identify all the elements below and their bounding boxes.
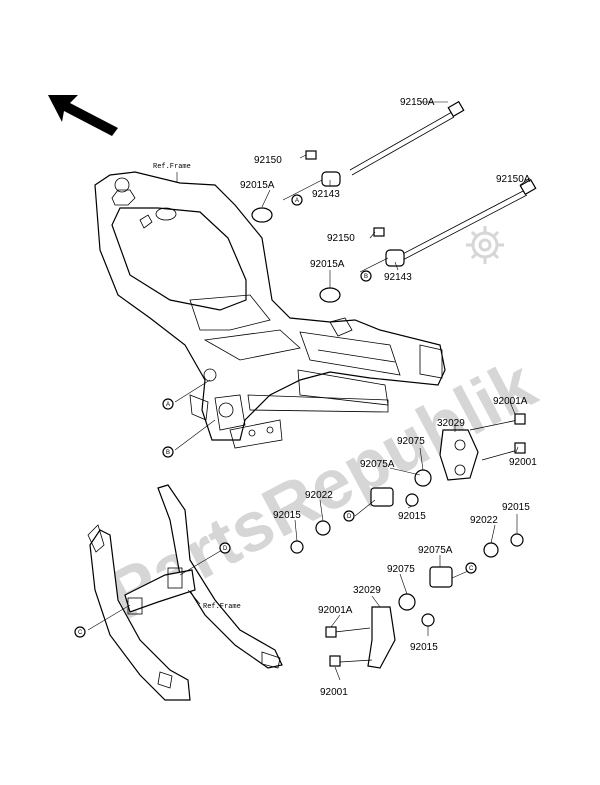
callout-92001A-upper: 92001A: [493, 396, 528, 407]
svg-text:A: A: [166, 402, 170, 408]
circle-marker-c1: C: [465, 562, 477, 574]
callout-92150-lower: 92150: [327, 233, 355, 244]
svg-text:C: C: [469, 566, 474, 572]
callout-92001-upper: 92001: [509, 457, 537, 468]
leader-lines: [87, 101, 531, 681]
svg-text:A: A: [295, 198, 299, 204]
circle-markers: A B A B D C C D: [74, 194, 477, 638]
callout-92150A-upper: 92150A: [400, 97, 435, 108]
callout-92022-left: 92022: [305, 490, 333, 501]
svg-text:B: B: [364, 274, 368, 280]
callout-92022-right: 92022: [470, 515, 498, 526]
circle-marker-a1: A: [291, 194, 303, 206]
callout-92150A-lower: 92150A: [496, 174, 531, 185]
callout-92015-left: 92015: [273, 510, 301, 521]
circle-marker-d1: D: [343, 510, 355, 522]
svg-text:D: D: [347, 514, 352, 520]
callout-92001A-lower: 92001A: [318, 605, 353, 616]
part-callouts: 92150A 92150 92015A 92143 92150A 92150 9…: [240, 97, 537, 698]
engine-mount-parts: [290, 413, 526, 669]
circle-marker-d2: D: [219, 542, 231, 554]
callout-92015A-upper: 92015A: [240, 180, 275, 191]
svg-text:C: C: [78, 630, 83, 636]
callout-92143-lower: 92143: [384, 272, 412, 283]
circle-marker-c2: C: [74, 626, 86, 638]
callout-32029-lower: 32029: [353, 585, 381, 596]
svg-text:D: D: [223, 546, 228, 552]
ref-frame-label-upper: Ref.Frame: [153, 163, 191, 171]
callout-32029-upper: 32029: [437, 418, 465, 429]
callout-92075-upper: 92075: [397, 436, 425, 447]
circle-marker-b2: B: [162, 446, 174, 458]
gear-icon: [466, 226, 504, 264]
lower-frame: [87, 484, 283, 701]
callout-92015A-lower: 92015A: [310, 259, 345, 270]
circle-marker-a2: A: [162, 398, 174, 410]
callout-92075-lower: 92075: [387, 564, 415, 575]
callout-92075A-upper: 92075A: [360, 459, 395, 470]
callout-92001-lower: 92001: [320, 687, 348, 698]
direction-arrow-icon: [48, 95, 118, 136]
callout-92143-upper: 92143: [312, 189, 340, 200]
main-frame: [94, 171, 446, 449]
callout-92015-right: 92015: [502, 502, 530, 513]
ref-frame-label-lower: Ref.Frame: [203, 603, 241, 611]
callout-92015-center: 92015: [398, 511, 426, 522]
callout-92075A-lower: 92075A: [418, 545, 453, 556]
callout-92015-lower: 92015: [410, 642, 438, 653]
callout-92150-upper: 92150: [254, 155, 282, 166]
circle-marker-b1: B: [360, 270, 372, 282]
svg-text:B: B: [166, 450, 170, 456]
upper-bolts: [251, 100, 537, 303]
